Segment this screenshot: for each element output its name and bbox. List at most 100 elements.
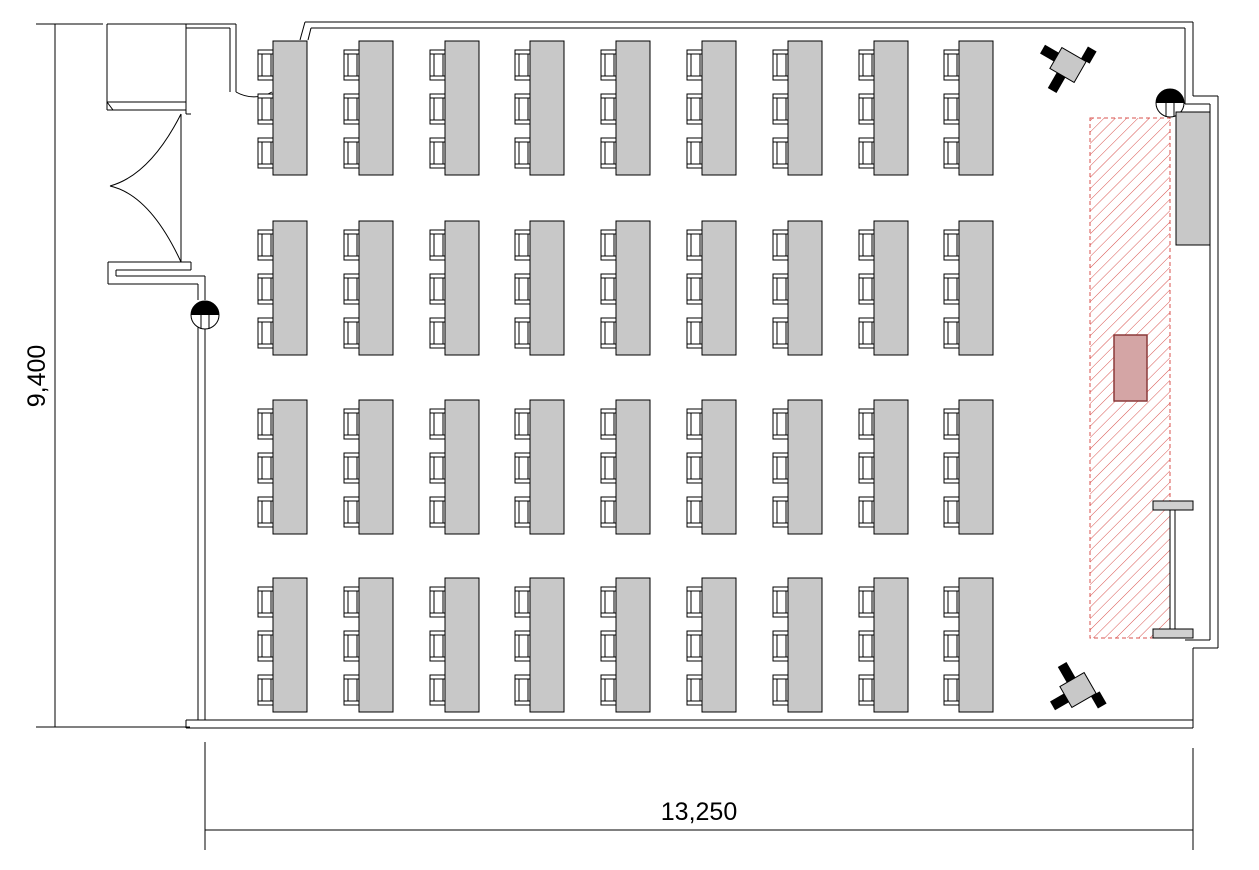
chair <box>858 496 876 528</box>
table-group <box>600 220 651 356</box>
chair <box>514 496 532 528</box>
chair <box>600 586 618 618</box>
table-group <box>429 399 480 535</box>
chair <box>600 408 618 440</box>
chair <box>429 273 447 305</box>
table <box>958 40 994 176</box>
table-group <box>343 40 394 176</box>
table-group <box>429 40 480 176</box>
chair <box>514 229 532 261</box>
table <box>873 577 909 713</box>
chair <box>514 93 532 125</box>
chair <box>514 317 532 349</box>
chair <box>429 137 447 169</box>
chair <box>343 674 361 706</box>
chair <box>600 49 618 81</box>
table-group <box>257 40 308 176</box>
chair <box>772 408 790 440</box>
chair <box>858 317 876 349</box>
chair <box>858 586 876 618</box>
chair <box>514 137 532 169</box>
table <box>444 577 480 713</box>
chair <box>429 496 447 528</box>
chair <box>343 586 361 618</box>
chair <box>858 408 876 440</box>
table-group <box>772 399 823 535</box>
chair <box>600 273 618 305</box>
table-group <box>343 399 394 535</box>
chair <box>858 630 876 662</box>
table <box>272 220 308 356</box>
chair <box>943 93 961 125</box>
chair <box>257 674 275 706</box>
chair <box>943 137 961 169</box>
chair <box>600 674 618 706</box>
chair <box>257 137 275 169</box>
chair <box>514 49 532 81</box>
chair <box>429 229 447 261</box>
chair <box>343 137 361 169</box>
chair <box>772 229 790 261</box>
room-walls <box>106 21 1219 729</box>
chair <box>943 229 961 261</box>
table-group <box>600 399 651 535</box>
chair <box>858 229 876 261</box>
chair <box>772 273 790 305</box>
chair <box>686 586 704 618</box>
table-group <box>858 220 909 356</box>
chair <box>858 93 876 125</box>
chair <box>686 496 704 528</box>
chair <box>429 317 447 349</box>
chair <box>600 496 618 528</box>
chair <box>772 93 790 125</box>
chair <box>600 317 618 349</box>
chair <box>257 452 275 484</box>
chair <box>600 93 618 125</box>
chair <box>257 408 275 440</box>
table <box>958 399 994 535</box>
table-group <box>943 40 994 176</box>
chair <box>686 93 704 125</box>
chair <box>600 229 618 261</box>
table-group <box>686 399 737 535</box>
table <box>787 220 823 356</box>
dimension-vertical-label: 9,400 <box>23 345 51 408</box>
chair <box>514 452 532 484</box>
table <box>958 577 994 713</box>
table-group <box>943 399 994 535</box>
table-group <box>858 40 909 176</box>
table <box>615 577 651 713</box>
table-group <box>686 220 737 356</box>
table <box>873 399 909 535</box>
speaker-bottom-icon <box>1050 662 1107 711</box>
table-group <box>343 577 394 713</box>
chair <box>429 93 447 125</box>
table <box>701 40 737 176</box>
chair <box>943 630 961 662</box>
table <box>529 399 565 535</box>
chair <box>943 496 961 528</box>
chair <box>858 674 876 706</box>
chair <box>772 674 790 706</box>
chair <box>772 496 790 528</box>
table <box>444 40 480 176</box>
chair <box>686 317 704 349</box>
chair <box>514 674 532 706</box>
table <box>787 40 823 176</box>
table <box>701 399 737 535</box>
table <box>701 220 737 356</box>
table <box>787 577 823 713</box>
speaker-top-icon <box>1040 44 1097 93</box>
table <box>701 577 737 713</box>
table <box>615 399 651 535</box>
lectern <box>1113 334 1148 402</box>
table-group <box>772 40 823 176</box>
chair <box>686 49 704 81</box>
chair <box>772 317 790 349</box>
chair <box>343 229 361 261</box>
table <box>272 40 308 176</box>
table <box>358 220 394 356</box>
table <box>529 40 565 176</box>
chair <box>429 674 447 706</box>
table <box>272 577 308 713</box>
